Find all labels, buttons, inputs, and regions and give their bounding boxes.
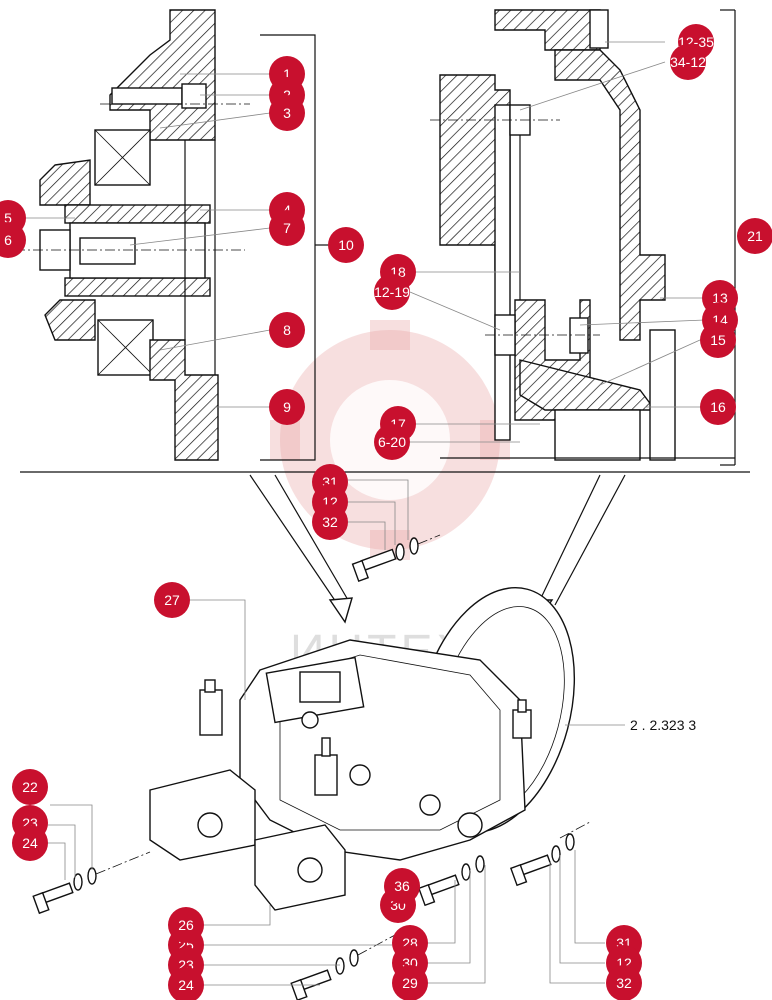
svg-text:13: 13: [712, 290, 728, 306]
left-section-view: [15, 9, 330, 461]
callout-12-19[interactable]: 12-19: [374, 274, 410, 310]
callout-24-left[interactable]: 24: [12, 825, 48, 861]
svg-text:6: 6: [4, 232, 12, 248]
bolt-top-icon: [351, 534, 441, 583]
svg-text:8: 8: [283, 322, 291, 338]
callout-27[interactable]: 27: [154, 582, 190, 618]
bolt-bottom-middle-icon: [417, 855, 485, 907]
svg-text:12-19: 12-19: [374, 284, 410, 300]
callout-26[interactable]: 26: [168, 907, 204, 943]
callout-24[interactable]: 24: [168, 967, 204, 1000]
reference-label: 2 . 2.323 3: [630, 717, 696, 733]
svg-text:9: 9: [283, 399, 291, 415]
svg-text:36: 36: [394, 878, 410, 894]
left-leader-lines: [25, 73, 271, 408]
svg-text:5: 5: [4, 210, 12, 226]
callout-15[interactable]: 15: [700, 322, 736, 358]
svg-text:32: 32: [322, 514, 338, 530]
svg-text:24: 24: [178, 977, 194, 993]
callout-6[interactable]: 6: [0, 222, 26, 258]
callout-9[interactable]: 9: [269, 389, 305, 425]
svg-text:34-12: 34-12: [670, 54, 706, 70]
svg-text:29: 29: [402, 975, 418, 991]
bolt-left-icon: [32, 851, 151, 915]
svg-text:15: 15: [710, 332, 726, 348]
svg-text:24: 24: [22, 835, 38, 851]
callout-7[interactable]: 7: [269, 210, 305, 246]
svg-text:27: 27: [164, 592, 180, 608]
callout-29[interactable]: 29: [392, 965, 428, 1000]
svg-text:26: 26: [178, 917, 194, 933]
svg-text:10: 10: [338, 237, 354, 253]
right-section-view: [430, 9, 736, 466]
callout-10[interactable]: 10: [328, 227, 364, 263]
callout-6-20[interactable]: 6-20: [374, 424, 410, 460]
svg-text:7: 7: [283, 220, 291, 236]
callout-32-top[interactable]: 32: [312, 504, 348, 540]
svg-text:32: 32: [616, 975, 632, 991]
svg-text:2: 2: [283, 87, 291, 103]
bolt-bottom-right-icon: [509, 821, 591, 887]
callout-36[interactable]: 36: [384, 868, 420, 904]
svg-text:16: 16: [710, 399, 726, 415]
callout-16[interactable]: 16: [700, 389, 736, 425]
svg-text:6-20: 6-20: [378, 434, 406, 450]
assembly-leader-lines: [45, 479, 625, 986]
callout-3[interactable]: 3: [269, 95, 305, 131]
pump-assembly: [149, 587, 576, 911]
callout-21[interactable]: 21: [737, 218, 772, 254]
svg-text:21: 21: [747, 228, 763, 244]
svg-text:3: 3: [283, 105, 291, 121]
svg-text:1: 1: [283, 66, 291, 82]
right-leader-lines: [409, 41, 706, 443]
callout-8[interactable]: 8: [269, 312, 305, 348]
svg-text:22: 22: [22, 779, 38, 795]
callout-22[interactable]: 22: [12, 769, 48, 805]
svg-text:4: 4: [283, 202, 291, 218]
callout-32-bottom-right[interactable]: 32: [606, 965, 642, 1000]
callout-34-12[interactable]: 34-12: [670, 44, 706, 80]
